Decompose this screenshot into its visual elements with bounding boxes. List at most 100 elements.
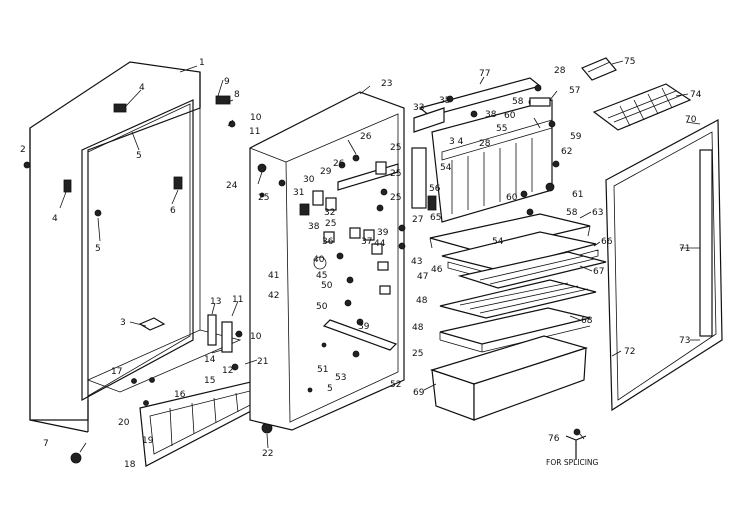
callout-75: 75 [624,57,635,67]
callout-1: 1 [199,58,205,68]
callout-41: 41 [268,271,279,281]
splice-connector [565,428,587,460]
callout-29: 29 [320,167,332,177]
callout-25: 25 [258,193,269,203]
callout-60: 60 [504,111,516,121]
callout-50: 50 [316,302,328,312]
callout-39: 39 [358,322,370,332]
top-racks [581,57,692,131]
callout-25: 25 [390,193,401,203]
callout-33: 33 [413,103,424,113]
callout-5: 5 [136,151,142,161]
callout-65: 65 [430,213,441,223]
callout-25: 25 [390,143,401,153]
callout-14: 14 [204,355,216,365]
callout-60: 60 [506,193,518,203]
callout-61: 61 [572,190,583,200]
callout-62: 62 [561,147,572,157]
callout-11: 11 [232,295,243,305]
callout-36: 36 [322,237,334,247]
callout-25: 25 [325,219,336,229]
callout-16: 16 [174,390,186,400]
callout-57: 57 [569,86,580,96]
callout-54: 54 [492,237,504,247]
callout-68: 68 [581,316,593,326]
callout-58: 58 [512,97,524,107]
callout-72: 72 [624,347,635,357]
callout-19: 19 [142,436,154,446]
callout-2: 2 [20,145,26,155]
callout-4: 4 [139,83,145,93]
callout-11: 11 [249,127,260,137]
callout-6: 6 [170,206,176,216]
callout-55: 55 [496,124,507,134]
callout-31: 31 [293,188,304,198]
callout-7: 7 [43,439,49,449]
callout-67: 67 [593,267,604,277]
callout-53: 53 [335,373,346,383]
callout-70: 70 [685,115,697,125]
evaporator-panel [411,77,560,223]
callout-28: 28 [554,66,566,76]
callout-23: 23 [381,79,392,89]
shelves [429,213,607,421]
callout-71: 71 [679,244,690,254]
callout-51: 51 [317,365,328,375]
callout-43: 43 [411,257,422,267]
callout-28: 28 [479,139,491,149]
leader-lines [59,60,701,453]
callout-77: 77 [479,69,490,79]
callout-48: 48 [412,323,424,333]
callout-37: 37 [361,237,372,247]
callout-9: 9 [224,77,230,87]
callout-63: 63 [592,208,603,218]
callout-18: 18 [124,460,136,470]
callout-32: 32 [324,208,335,218]
callout-40: 40 [313,255,325,265]
callout-42: 42 [268,291,279,301]
callout-13: 13 [210,297,221,307]
callout-39: 39 [377,228,389,238]
callout-38: 38 [485,110,497,120]
callout-35: 35 [439,96,450,106]
callout-30: 30 [303,175,315,185]
callout-24: 24 [226,181,238,191]
liner [249,91,406,431]
callout-15: 15 [204,376,215,386]
callout-10: 10 [250,113,262,123]
callout-4: 4 [52,214,58,224]
callout-17: 17 [111,367,122,377]
callout-46: 46 [431,265,443,275]
callout-20: 20 [118,418,130,428]
callout-44: 44 [374,239,386,249]
callout-74: 74 [690,90,702,100]
callout-5: 5 [327,384,333,394]
callout-3: 3 [120,318,126,328]
callout-labels: 1 2 3 4 4 5 5 5 6 7 8 9 10 10 11 11 12 1… [20,57,702,470]
splice-note: FOR SPLICING [546,458,599,467]
callout-52: 52 [390,380,401,390]
callout-48: 48 [416,296,428,306]
cabinet-shell [29,61,242,433]
callout-8: 8 [234,90,240,100]
callout-12: 12 [222,366,233,376]
callout-47: 47 [417,272,428,282]
callout-5: 5 [95,244,101,254]
callout-25: 25 [390,169,401,179]
callout-56: 56 [429,184,441,194]
callout-59: 59 [570,132,582,142]
callout-25: 25 [412,349,423,359]
callout-54: 54 [440,163,452,173]
callout-26: 26 [333,159,345,169]
callout-50: 50 [321,281,333,291]
callout-38: 38 [308,222,320,232]
callout-76: 76 [548,434,560,444]
callout-66: 66 [601,237,613,247]
callout-45: 45 [316,271,327,281]
door-frame [605,119,723,412]
callout-27: 27 [412,215,423,225]
callout-10: 10 [250,332,262,342]
callout-58: 58 [566,208,578,218]
callout-73: 73 [679,336,690,346]
